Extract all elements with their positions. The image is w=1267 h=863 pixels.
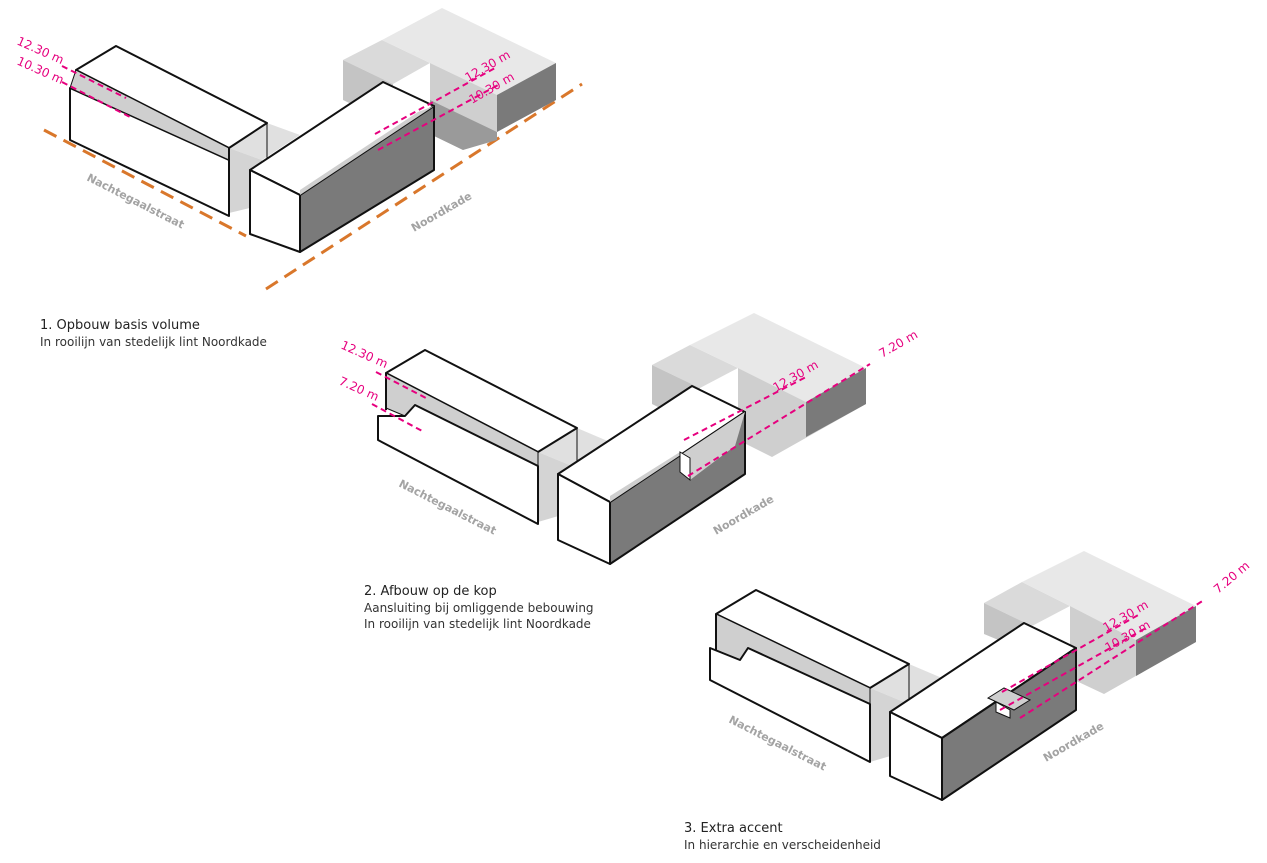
right-volume	[249, 81, 435, 253]
step-1-title: 1. Opbouw basis volume	[40, 318, 200, 333]
street-label-right: Noordkade	[409, 189, 474, 234]
step-2-caption: 2. Afbouw op de kop Aansluiting bij omli…	[364, 583, 594, 632]
step-3-title: 3. Extra accent	[684, 821, 783, 836]
step-1-line-1: In rooilijn van stedelijk lint Noordkade	[40, 335, 267, 349]
connector-top	[229, 123, 300, 160]
step-2-title: 2. Afbouw op de kop	[364, 584, 497, 599]
dim-line-right-high	[683, 375, 809, 441]
neighbour-block	[984, 551, 1196, 694]
left-volume	[69, 45, 268, 217]
dim-line-right-far	[687, 363, 871, 477]
dim-label-left-low: 7.20 m	[337, 374, 381, 404]
dim-line-right-high	[1001, 613, 1141, 693]
left-volume	[709, 589, 910, 763]
neighbour-block	[343, 8, 556, 150]
step-1-caption: 1. Opbouw basis volume In rooilijn van s…	[40, 317, 267, 350]
right-volume	[557, 385, 746, 565]
connector-top	[538, 428, 610, 466]
building-line-left	[43, 128, 247, 238]
dim-label-left-high: 12.30 m	[339, 338, 390, 371]
step-3-diagram: 12.30 m 10.30 m 7.20 m Nachtegaalstraat …	[709, 551, 1252, 801]
step-2-diagram: 12.30 m 7.20 m 12.30 m 7.20 m Nachtegaal…	[337, 313, 921, 565]
right-volume	[889, 622, 1077, 801]
dim-line-right-far	[1019, 599, 1205, 719]
dim-label-right-far: 7.20 m	[1211, 558, 1252, 596]
step-2-line-1: Aansluiting bij omliggende bebouwing	[364, 601, 594, 615]
dim-line-right-low	[377, 83, 501, 151]
dim-line-right-low	[999, 627, 1147, 711]
step-2-line-2: In rooilijn van stedelijk lint Noordkade	[364, 617, 591, 631]
dim-line-right-high	[374, 67, 496, 135]
dim-label-right-far: 7.20 m	[877, 327, 921, 360]
step-3-caption: 3. Extra accent In hierarchie en versche…	[684, 820, 881, 853]
step-1-diagram: 12.30 m 10.30 m 12.30 m 10.30 m Nachtega…	[15, 8, 583, 291]
dim-line-left-low	[61, 81, 131, 118]
street-label-right: Noordkade	[711, 492, 776, 537]
connector-top	[870, 664, 942, 702]
building-line-right	[265, 82, 583, 291]
dim-line-left-high	[61, 65, 127, 99]
step-3-line-1: In hierarchie en verscheidenheid	[684, 838, 881, 852]
